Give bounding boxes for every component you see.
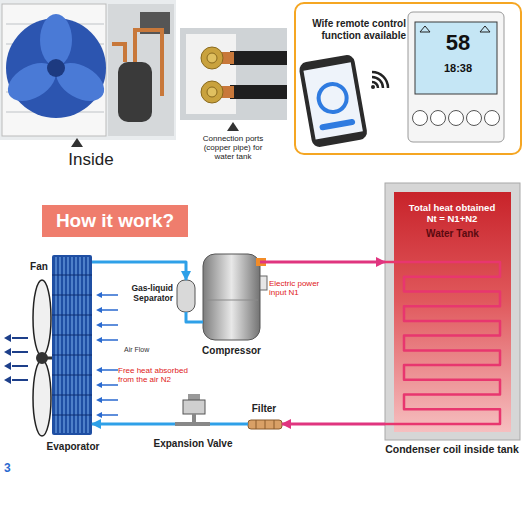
node-label: Fan [22,261,56,273]
app-dial [316,82,348,114]
thermostat-button [485,111,500,126]
photo-panel: Inside [0,0,176,140]
fan-blade [33,360,51,436]
node-label: Connection ports (copper pipe) for water… [198,134,268,162]
node-label: Expansion Valve [143,438,243,450]
phone-screen [303,62,362,139]
filter: Filter [248,419,282,429]
wifi-dot [371,85,375,89]
fan-blade [33,280,51,356]
thermostat-button [467,111,482,126]
stray-character: 3 [4,462,18,476]
copper-pipe [112,30,162,96]
wifi-symbol [372,72,388,88]
node-label: Total heat obtained Nt = N1+N2 [404,203,500,225]
evaporator: Evaporator [52,255,92,435]
compressor: Compressor [203,250,260,340]
expansion-valve: Expansion Valve [175,394,210,432]
heat-source-note: Free heat absorbed from the air N2 [118,366,200,384]
separator-body [177,280,195,312]
node-label: Wife remote control function available [306,18,406,41]
valve-pipe [175,414,210,424]
pipe-connector [282,423,385,426]
fan-hub [47,59,65,77]
pointer-triangle [71,138,83,147]
tank-frame [385,183,520,440]
fan-blade [40,14,72,66]
evaporator-fins [56,257,88,433]
pointer-triangle [227,122,239,131]
compressor-body [203,254,260,340]
airflow-arrowhead [4,334,11,384]
pipe-connector [260,261,385,264]
pipe-connector [186,312,203,322]
airflow-arrowhead [96,292,102,418]
fan: Fan [30,278,55,438]
node-label: How it work? [42,205,188,237]
section-banner: How it work? [42,205,188,237]
phone-body [298,54,368,148]
node-label: Condenser coil inside tank [380,443,524,455]
filter-bands [256,420,274,429]
brass-nut [207,53,217,63]
photo-background [0,0,176,140]
app-bar [319,119,355,131]
fan-hub [36,352,48,364]
feature-box: Wife remote control function available58… [294,2,522,155]
node-label: Compressor [193,345,270,357]
node-label: 58 [436,30,480,55]
unit-interior [108,4,174,136]
filter-body [248,420,282,429]
evaporator-tubes [52,275,92,415]
tank-water [394,192,511,432]
compressor-photo [118,62,152,122]
node-label: Gas-liquid Separator [125,284,173,304]
brass-fitting [201,47,223,69]
airflow-arrow [102,295,118,415]
airflow-label: Air Flow [124,346,164,354]
evaporator-coil [52,255,92,435]
pipe-connector [92,423,175,426]
thermostat-body [408,12,504,142]
brass-nut [207,87,217,97]
pipe-connector [92,262,186,280]
node-label: Water Tank [395,228,510,240]
node-label: 18:38 [431,62,485,75]
power-input-note: Electric power input N1 [269,279,333,297]
valve-knob [188,394,200,400]
node-label: Filter [244,403,284,415]
thermostat: 58 18:38 [408,12,504,142]
thermostat-button [413,111,428,126]
insulated-pipe [230,58,287,92]
power-terminal [260,276,267,290]
airflow-arrow [12,338,28,380]
thermostat-button [431,111,446,126]
node-label: Evaporator [44,441,102,453]
pipe-connector [210,423,248,426]
brass-fitting [201,81,223,103]
unit-panel [186,34,236,114]
thermostat-button [449,111,464,126]
water-tank: Total heat obtained Nt = N1+N2Water Tank… [385,183,520,440]
compressor-seam [205,300,258,301]
gas-liquid-separator: Gas-liquid Separator [177,280,195,312]
photo-panel: Connection ports (copper pipe) for water… [180,28,287,120]
valve-body [183,400,205,414]
photo-background [180,28,287,120]
condenser-coil [385,262,500,424]
phone [298,54,368,148]
thermostat-display [415,22,497,94]
node-label: Inside [41,150,141,170]
